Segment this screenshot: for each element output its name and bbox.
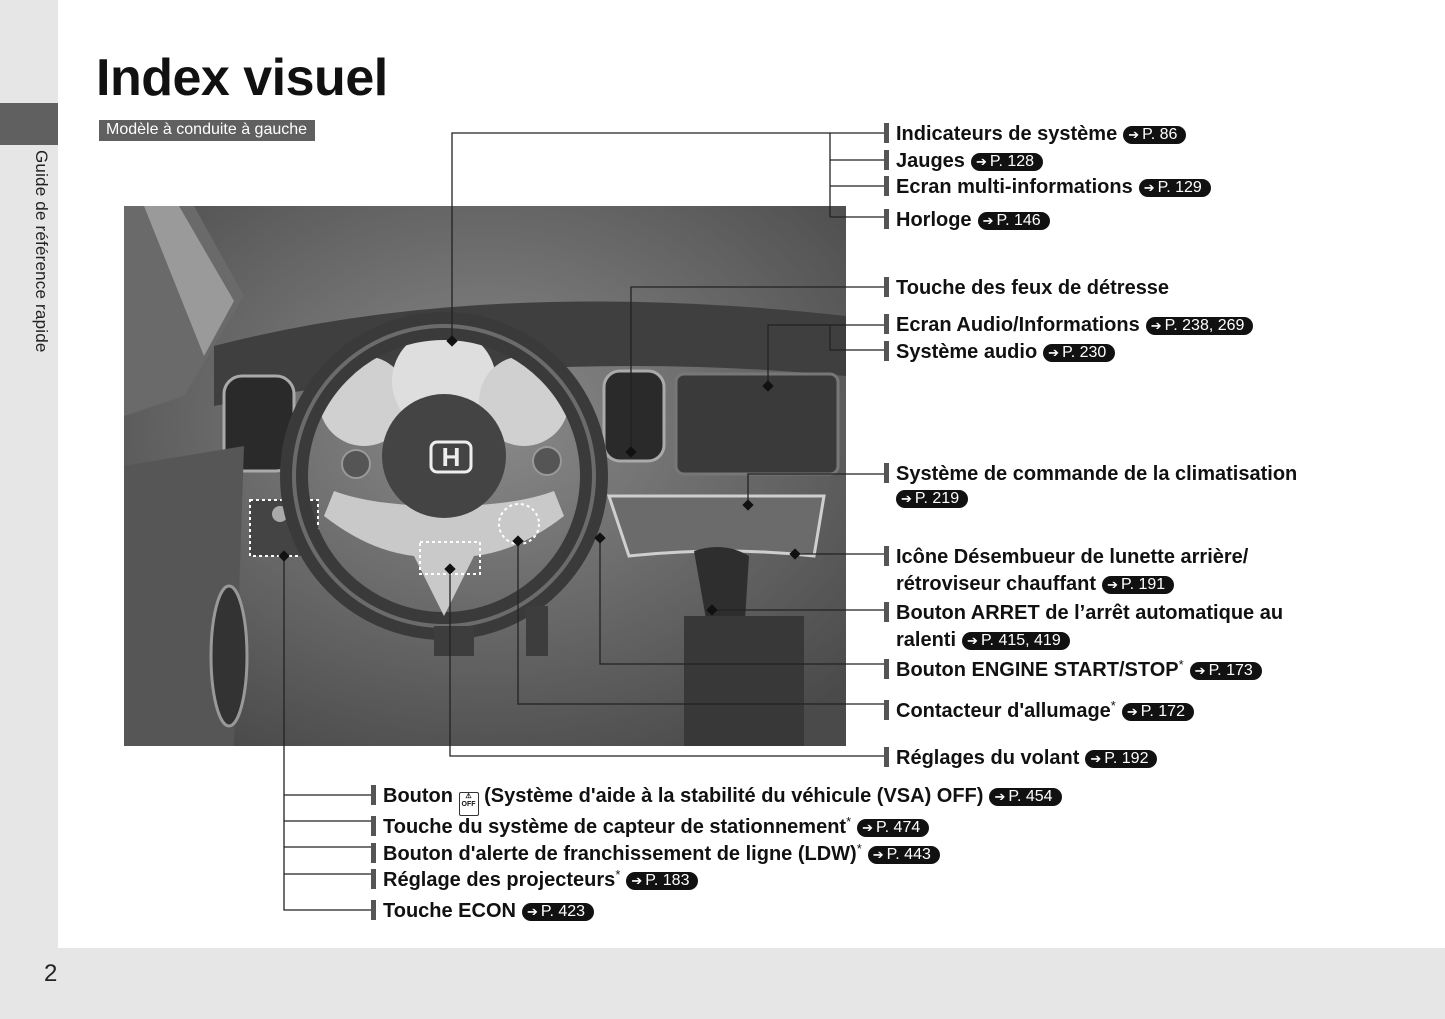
arrow-icon: ➔ — [1128, 127, 1140, 142]
arrow-icon: ➔ — [901, 491, 912, 506]
label-bar — [371, 843, 376, 863]
label-engine-start: Bouton ENGINE START/STOP*➔P. 173 — [884, 653, 1262, 682]
arrow-icon: ➔ — [872, 847, 884, 862]
label-econ: Touche ECON➔P. 423 — [371, 899, 595, 923]
arrow-icon: ➔ — [994, 789, 1006, 804]
label-bar — [884, 314, 889, 334]
label-bar — [884, 176, 889, 196]
label-bar — [884, 150, 889, 170]
label-bar — [371, 785, 376, 805]
label-contacteur: Contacteur d'allumage*➔P. 172 — [884, 694, 1194, 723]
page-ref-link[interactable]: ➔P. 86 — [1123, 126, 1187, 144]
label-ecran-multi: Ecran multi-informations➔P. 129 — [884, 175, 1211, 199]
page-ref-link[interactable]: ➔P. 173 — [1189, 662, 1262, 680]
arrow-icon: ➔ — [975, 154, 987, 169]
arrow-icon: ➔ — [967, 633, 978, 648]
arrow-icon: ➔ — [1143, 180, 1155, 195]
label-projecteurs: Réglage des projecteurs*➔P. 183 — [371, 863, 699, 892]
label-ecran-audio: Ecran Audio/Informations➔P. 238, 269 — [884, 313, 1254, 337]
label-bar — [884, 659, 889, 679]
arrow-icon: ➔ — [1107, 577, 1118, 592]
arrow-icon: ➔ — [1150, 318, 1162, 333]
section-tab-label: Guide de référence rapide — [32, 150, 51, 353]
page-ref-link[interactable]: ➔P. 230 — [1043, 344, 1116, 362]
page-ref-link[interactable]: ➔P. 474 — [857, 819, 930, 837]
page-ref-link[interactable]: ➔P. 183 — [626, 872, 699, 890]
arrow-icon: ➔ — [1194, 663, 1206, 678]
arrow-icon: ➔ — [1090, 751, 1102, 766]
label-climatisation: Système de commande de la climatisation … — [884, 462, 1297, 510]
label-bar — [884, 700, 889, 720]
label-bar — [884, 463, 889, 483]
page-ref-link[interactable]: ➔P. 191 — [1102, 576, 1175, 594]
label-bar — [884, 546, 889, 566]
label-bar — [884, 123, 889, 143]
label-volant: Réglages du volant➔P. 192 — [884, 746, 1158, 770]
model-badge: Modèle à conduite à gauche — [99, 120, 316, 141]
brand-logo: H — [442, 442, 461, 472]
label-vsa: Bouton ⚠OFF (Système d'aide à la stabili… — [371, 784, 1062, 816]
label-bar — [371, 869, 376, 889]
page-ref-link[interactable]: ➔P. 238, 269 — [1145, 317, 1254, 335]
page-ref-link[interactable]: ➔P. 192 — [1085, 750, 1158, 768]
label-bar — [884, 209, 889, 229]
page-ref-link[interactable]: ➔P. 146 — [977, 212, 1050, 230]
page-ref-link[interactable]: ➔P. 172 — [1121, 703, 1194, 721]
arrow-icon: ➔ — [631, 873, 643, 888]
page-ref-link[interactable]: ➔P. 128 — [970, 153, 1044, 171]
page-number: 2 — [44, 960, 58, 987]
page-ref-link[interactable]: ➔P. 454 — [989, 788, 1062, 806]
dashboard-illustration: H — [124, 206, 846, 746]
label-arret: Bouton ARRET de l’arrêt automatique au r… — [884, 600, 1283, 654]
page-ref-link[interactable]: ➔P. 423 — [521, 903, 595, 921]
label-jauges: Jauges➔P. 128 — [884, 149, 1044, 173]
label-desembueur: Icône Désembueur de lunette arrière/ rét… — [884, 544, 1248, 598]
label-bar — [884, 747, 889, 767]
label-detresse: Touche des feux de détresse — [884, 276, 1169, 300]
page-ref-link[interactable]: ➔P. 415, 419 — [962, 632, 1070, 650]
page-ref-link[interactable]: ➔P. 443 — [867, 846, 940, 864]
label-bar — [371, 900, 376, 920]
arrow-icon: ➔ — [526, 904, 538, 919]
label-indicateurs: Indicateurs de système➔P. 86 — [884, 122, 1187, 146]
label-bar — [371, 816, 376, 836]
arrow-icon: ➔ — [862, 820, 874, 835]
arrow-icon: ➔ — [1048, 345, 1060, 360]
label-bar — [884, 277, 889, 297]
label-bar — [884, 341, 889, 361]
arrow-icon: ➔ — [1126, 704, 1138, 719]
label-systeme-audio: Système audio➔P. 230 — [884, 340, 1116, 364]
label-horloge: Horloge➔P. 146 — [884, 208, 1050, 232]
label-bar — [884, 602, 889, 622]
section-tab — [0, 103, 58, 145]
arrow-icon: ➔ — [982, 213, 994, 228]
page-ref-link[interactable]: ➔P. 129 — [1138, 179, 1211, 197]
page-title: Index visuel — [96, 49, 388, 107]
label-capteur: Touche du système de capteur de stationn… — [371, 810, 930, 839]
page-ref-link[interactable]: ➔P. 219 — [896, 490, 969, 508]
label-ldw: Bouton d'alerte de franchissement de lig… — [371, 837, 940, 866]
